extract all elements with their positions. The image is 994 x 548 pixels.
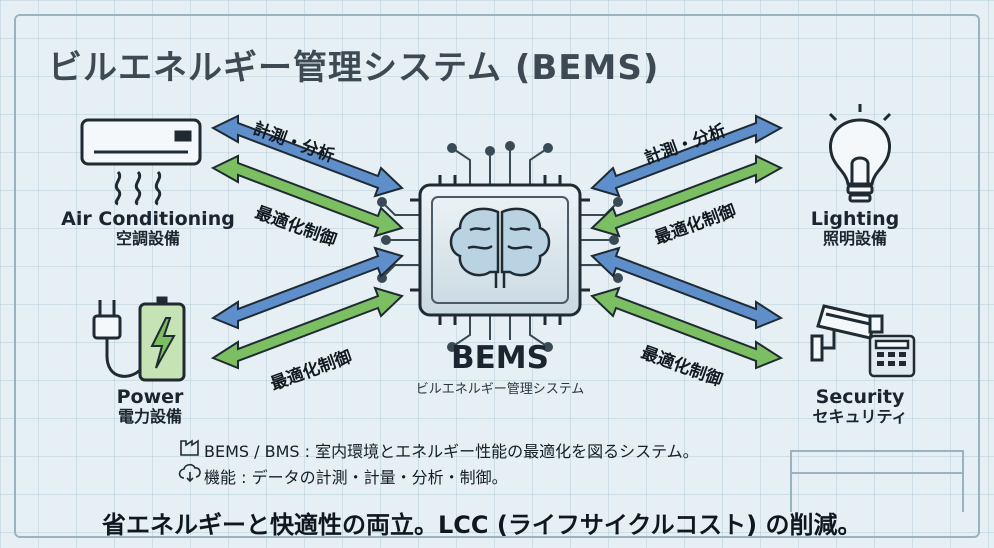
info-line-1: BEMS / BMS : 室内環境とエネルギー性能の最適化を図るシステム。	[176, 438, 699, 462]
lighting-label: Lighting 照明設備	[800, 208, 910, 249]
keypad-icon	[868, 334, 916, 378]
info-line-2-text: 機能 : データの計測・計量・分析・制御。	[204, 468, 508, 487]
frame-border	[14, 14, 980, 538]
brain-icon	[449, 207, 551, 288]
arrow-lighting-optimize	[590, 154, 784, 238]
arrow-air-optimize	[210, 154, 404, 238]
security-en: Security	[815, 386, 905, 408]
arrow-air-measure	[210, 114, 404, 198]
info-line-1-text: BEMS / BMS : 室内環境とエネルギー性能の最適化を図るシステム。	[204, 442, 699, 461]
air-conditioning-label: Air Conditioning 空調設備	[58, 208, 238, 249]
air-conditioning-en: Air Conditioning	[61, 208, 235, 230]
security-label: Security セキュリティ	[800, 386, 920, 427]
title-block-decoration	[790, 450, 964, 512]
bems-core-subtitle: ビルエネルギー管理システム	[415, 382, 585, 397]
air-conditioning-jp: 空調設備	[115, 229, 180, 249]
chip-icon	[410, 175, 590, 325]
arrow-security-optimize	[590, 286, 784, 370]
power-en: Power	[116, 386, 184, 408]
lightbulb-icon	[828, 104, 892, 203]
arrow-power-measure	[210, 246, 404, 330]
power-label: Power 電力設備	[100, 386, 200, 427]
page-title: ビルエネルギー管理システム (BEMS)	[48, 48, 660, 88]
info-line-2: 機能 : データの計測・計量・分析・制御。	[176, 464, 508, 488]
power-plug-icon	[92, 300, 142, 378]
bems-core-title: BEMS	[451, 340, 549, 376]
lighting-en: Lighting	[810, 208, 900, 230]
arrow-power-optimize	[210, 286, 404, 370]
lighting-jp: 照明設備	[822, 229, 887, 249]
chip-pins	[410, 175, 590, 325]
power-jp: 電力設備	[117, 407, 182, 427]
bottom-summary: 省エネルギーと快適性の両立。LCC (ライフサイクルコスト) の削減。	[102, 511, 862, 539]
battery-icon	[138, 296, 186, 382]
arrow-lighting-measure	[590, 114, 784, 198]
arrow-security-measure	[590, 246, 784, 330]
security-jp: セキュリティ	[812, 407, 908, 427]
building-icon	[180, 439, 199, 456]
air-conditioner-icon	[80, 118, 202, 206]
bems-core-label: BEMS ビルエネルギー管理システム	[380, 340, 620, 397]
cloud-icon	[178, 463, 201, 483]
circuit-traces	[377, 141, 623, 352]
